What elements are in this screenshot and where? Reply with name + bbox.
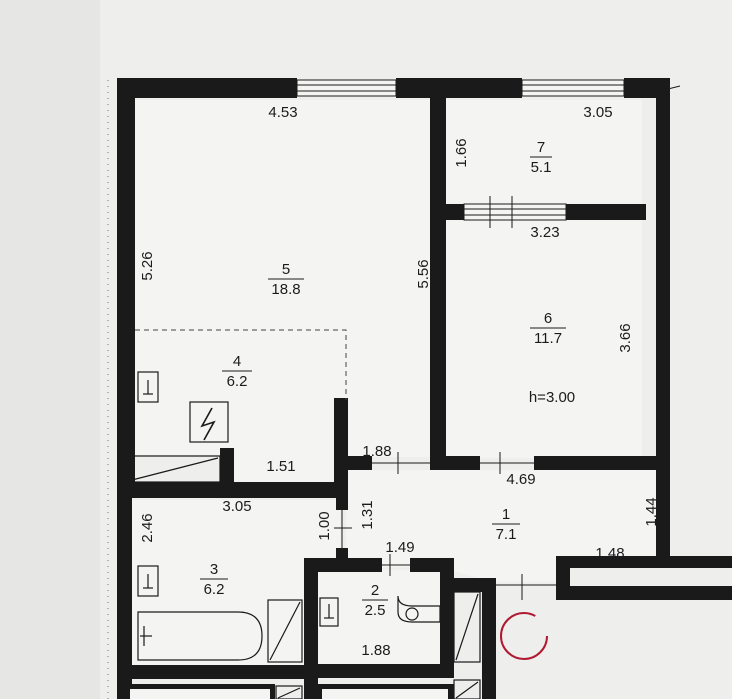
- dim-room4-width: 1.51: [266, 458, 295, 475]
- balcony-door: [463, 196, 567, 228]
- wall-corridor-top-left: [348, 456, 372, 470]
- wall-lower-right: [556, 586, 732, 600]
- wall-corridor-top-right: [534, 456, 670, 470]
- wall-7-6-left: [440, 204, 464, 220]
- dim-room2-bottom-width: 1.88: [361, 642, 390, 659]
- room-7-area: 5.1: [531, 159, 552, 176]
- dim-room5-right-depth: 5.56: [415, 259, 432, 288]
- room-1-number: 1: [502, 506, 510, 523]
- room-6-floor: [446, 220, 642, 458]
- lower-shaft-icon: [275, 679, 481, 699]
- wall-outer-right: [656, 78, 670, 558]
- zone-divider-dashed: [135, 329, 347, 400]
- room-2-number: 2: [371, 582, 379, 599]
- dim-room7-width: 3.05: [583, 104, 612, 121]
- wall-outer-left: [117, 78, 135, 488]
- toilet-icon: [397, 595, 441, 623]
- lower-room-b-floor: [322, 689, 448, 699]
- doorway-corridor-6: [480, 452, 534, 474]
- window-room-5: [296, 79, 397, 97]
- toilet-sink-icon: [319, 597, 339, 627]
- window-room-7: [521, 79, 625, 97]
- dim-corridor-bottom-width: 1.48: [595, 545, 624, 562]
- dimension-labels: 4.53 3.05 1.66 3.23 5.26 5.56 3.66 1.51 …: [139, 104, 660, 659]
- stove-icon: [189, 401, 229, 443]
- room-6-area: 11.7: [534, 330, 562, 347]
- room-floors: [132, 100, 656, 670]
- kitchen-sink-icon: [137, 371, 159, 403]
- wall-corridor-bottom-right: [556, 556, 670, 568]
- room-4-area: 6.2: [227, 373, 248, 390]
- corner-mark: [663, 85, 681, 91]
- dim-room6-width: 3.23: [530, 224, 559, 241]
- wall-3-right-upper: [336, 490, 348, 510]
- ceiling-height-label: h=3.00: [529, 389, 575, 406]
- wall-corridor-top-middle: [430, 456, 480, 470]
- bath-sink-icon: [137, 565, 159, 597]
- doorway-2: [382, 554, 410, 576]
- room-7-floor: [446, 100, 642, 204]
- room-1-floor: [346, 470, 656, 582]
- countertop-icon: [129, 455, 221, 483]
- dim-corridor-top-width: 1.88: [362, 443, 391, 460]
- doorway-3: [334, 510, 352, 548]
- wc-shaft-icon: [453, 591, 481, 663]
- wall-3-left: [117, 490, 132, 699]
- room-5-number: 5: [282, 261, 290, 278]
- dim-corridor-right-depth: 1.44: [643, 497, 660, 526]
- room-5-floor: [133, 100, 452, 483]
- dim-room3-depth: 2.46: [139, 513, 156, 542]
- fixtures: [129, 371, 481, 699]
- room-4-number: 4: [233, 353, 241, 370]
- room-2-area: 2.5: [365, 602, 386, 619]
- dim-room5-left-depth: 5.26: [139, 251, 156, 280]
- room-2-floor: [316, 570, 442, 665]
- room-3-number: 3: [210, 561, 218, 578]
- wall-outer-top-middle: [396, 78, 522, 98]
- wall-4-right: [334, 398, 348, 490]
- room-7-number: 7: [537, 139, 545, 156]
- bath-shaft-icon: [267, 599, 303, 663]
- bathtub-icon: [137, 611, 263, 661]
- wall-2-bottom: [304, 664, 454, 678]
- wall-5-6: [430, 92, 446, 464]
- dim-room2-top-width: 1.49: [385, 539, 414, 556]
- wall-bottom-left: [117, 665, 317, 679]
- wall-outer-step: [652, 556, 732, 568]
- entrance-door-swing-icon: [500, 612, 548, 660]
- doorway-corridor-5: [372, 452, 430, 474]
- room-1-area: 7.1: [496, 526, 517, 543]
- dim-room6-depth: 3.66: [617, 323, 634, 352]
- dim-corridor-left-depth: 1.31: [359, 500, 376, 529]
- wall-7-6-right: [566, 204, 646, 220]
- dim-room5-width: 4.53: [268, 104, 297, 121]
- room-6-number: 6: [544, 310, 552, 327]
- wall-entry-jamb: [482, 578, 496, 699]
- dim-corridor-width: 4.69: [506, 471, 535, 488]
- entrance-door: [496, 574, 556, 600]
- dim-door-width: 1.00: [316, 511, 333, 540]
- wall-outer-top-left: [117, 78, 297, 98]
- windows: [296, 79, 625, 600]
- dim-room7-depth: 1.66: [453, 138, 470, 167]
- wall-4-left-stub: [220, 448, 234, 488]
- dim-room3-width: 3.05: [222, 498, 251, 515]
- room-labels: 7 5.1 5 18.8 6 11.7 4 6.2 1 7.1 3 6.2 2 …: [200, 139, 575, 619]
- wall-3-top: [117, 482, 348, 498]
- room-5-area: 18.8: [271, 281, 300, 298]
- wall-2-left: [304, 558, 318, 699]
- lower-room-a-floor: [130, 689, 270, 699]
- wall-2-top-left: [304, 558, 382, 572]
- room-3-area: 6.2: [204, 581, 225, 598]
- wall-2-right: [440, 558, 454, 668]
